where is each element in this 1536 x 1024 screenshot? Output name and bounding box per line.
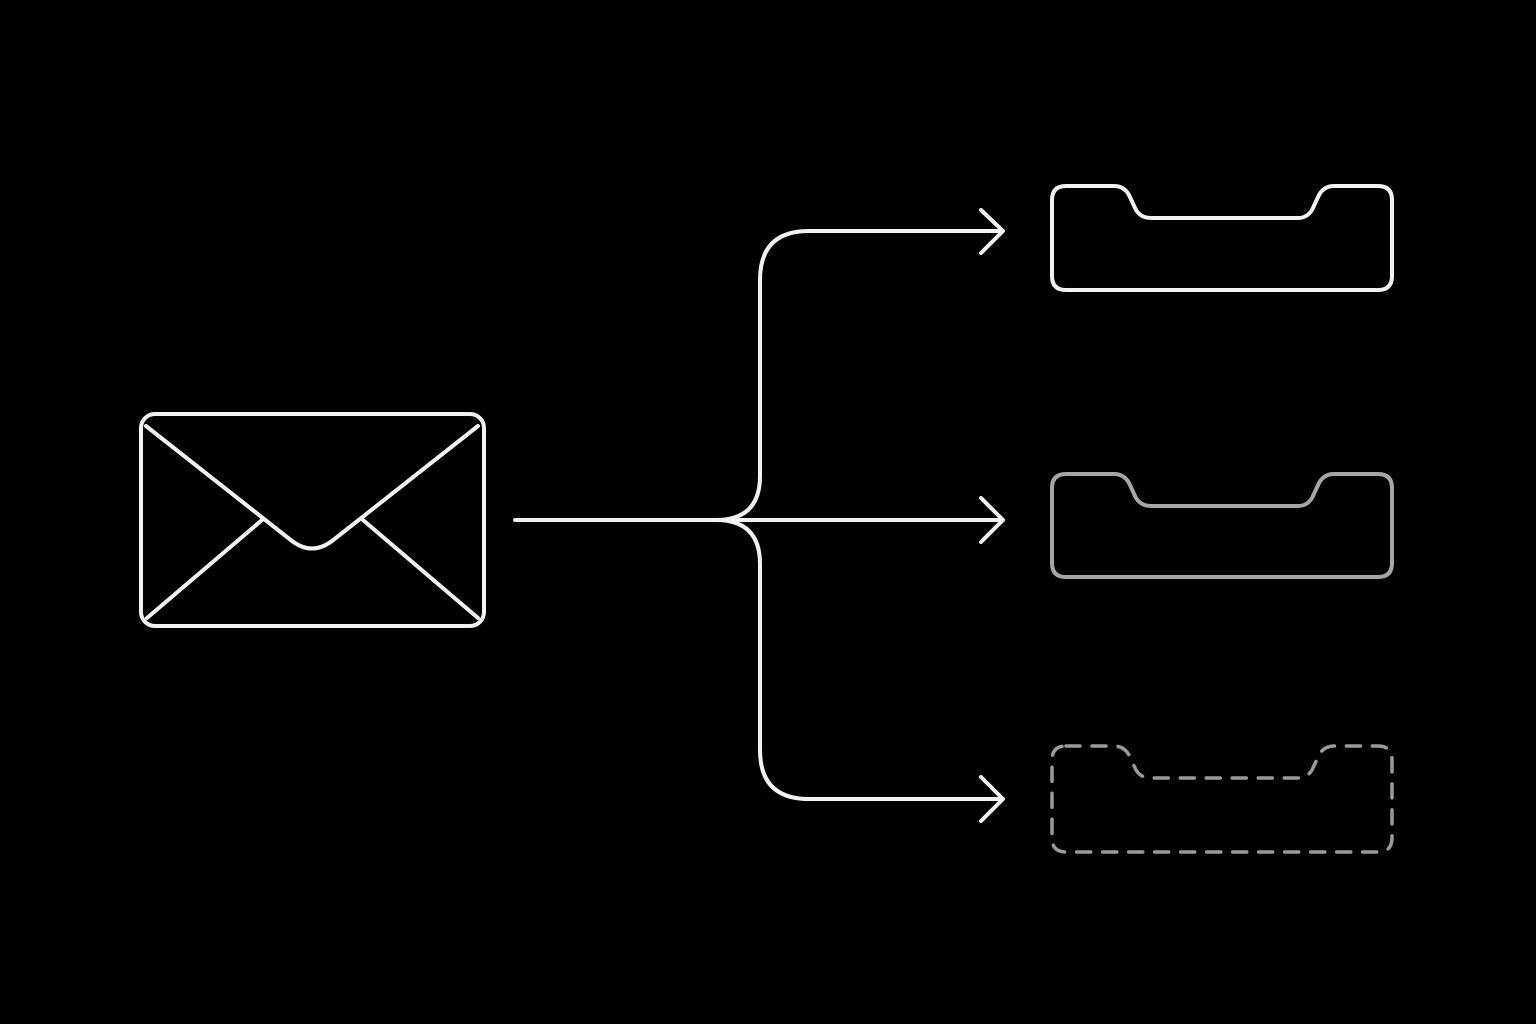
- tray-icon-middle: [1050, 472, 1394, 579]
- branch-bottom: [714, 518, 1003, 801]
- tray-outline-dashed: [1050, 744, 1394, 854]
- connector-group: [513, 208, 1005, 823]
- envelope-right-fold: [361, 518, 480, 620]
- envelope-left-fold: [145, 518, 264, 620]
- arrow-head-bottom: [979, 775, 1005, 823]
- tray-outline: [1050, 472, 1394, 579]
- envelope-icon: [139, 412, 486, 628]
- tray-icon-bottom: [1050, 744, 1394, 854]
- envelope-flap: [144, 424, 480, 551]
- arrow-head-middle: [979, 496, 1005, 544]
- tray-icon-top: [1050, 184, 1394, 292]
- tray-outline: [1050, 184, 1394, 292]
- arrow-head-top: [979, 208, 1005, 255]
- envelope-body: [139, 412, 486, 628]
- branch-top: [714, 229, 1003, 522]
